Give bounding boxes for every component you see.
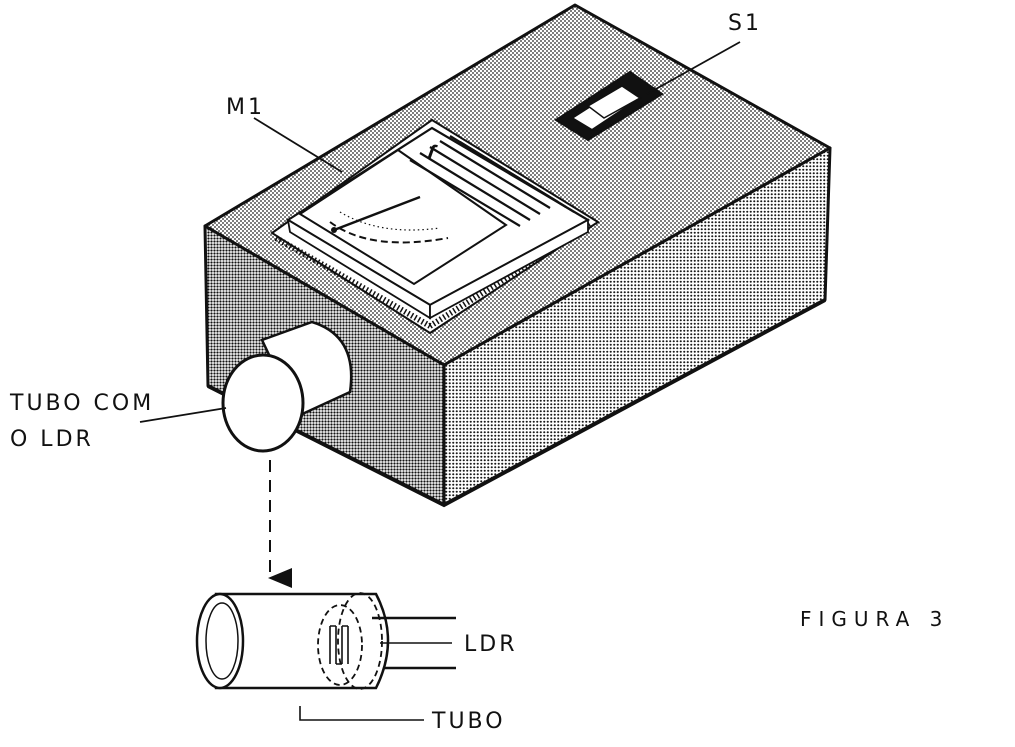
ldr-leads	[372, 616, 456, 670]
leader-lines	[139, 41, 741, 423]
ldr-tube-detail	[195, 592, 456, 721]
ldr-tube-on-box	[221, 320, 353, 453]
label-tube-with-ldr-line2: O LDR	[10, 427, 94, 452]
meter-base-ticks	[274, 221, 594, 329]
tube-front-face	[221, 353, 305, 453]
label-m1: M1	[226, 95, 265, 120]
switch-s1	[554, 70, 664, 142]
tube-opening	[195, 592, 245, 690]
ldr-serpentine	[329, 625, 349, 665]
ldr-body	[337, 592, 383, 690]
meter-m1: J	[270, 118, 600, 335]
label-ldr: LDR	[464, 632, 517, 657]
label-tube: TUBO	[431, 709, 506, 734]
meter-needle	[333, 195, 421, 232]
meter-hatching	[409, 135, 575, 227]
label-s1: S1	[728, 11, 762, 36]
figure-caption: FIGURA 3	[800, 607, 949, 631]
label-tube-with-ldr-line1: TUBO COM	[9, 391, 154, 416]
meter-scale-window	[298, 148, 508, 286]
